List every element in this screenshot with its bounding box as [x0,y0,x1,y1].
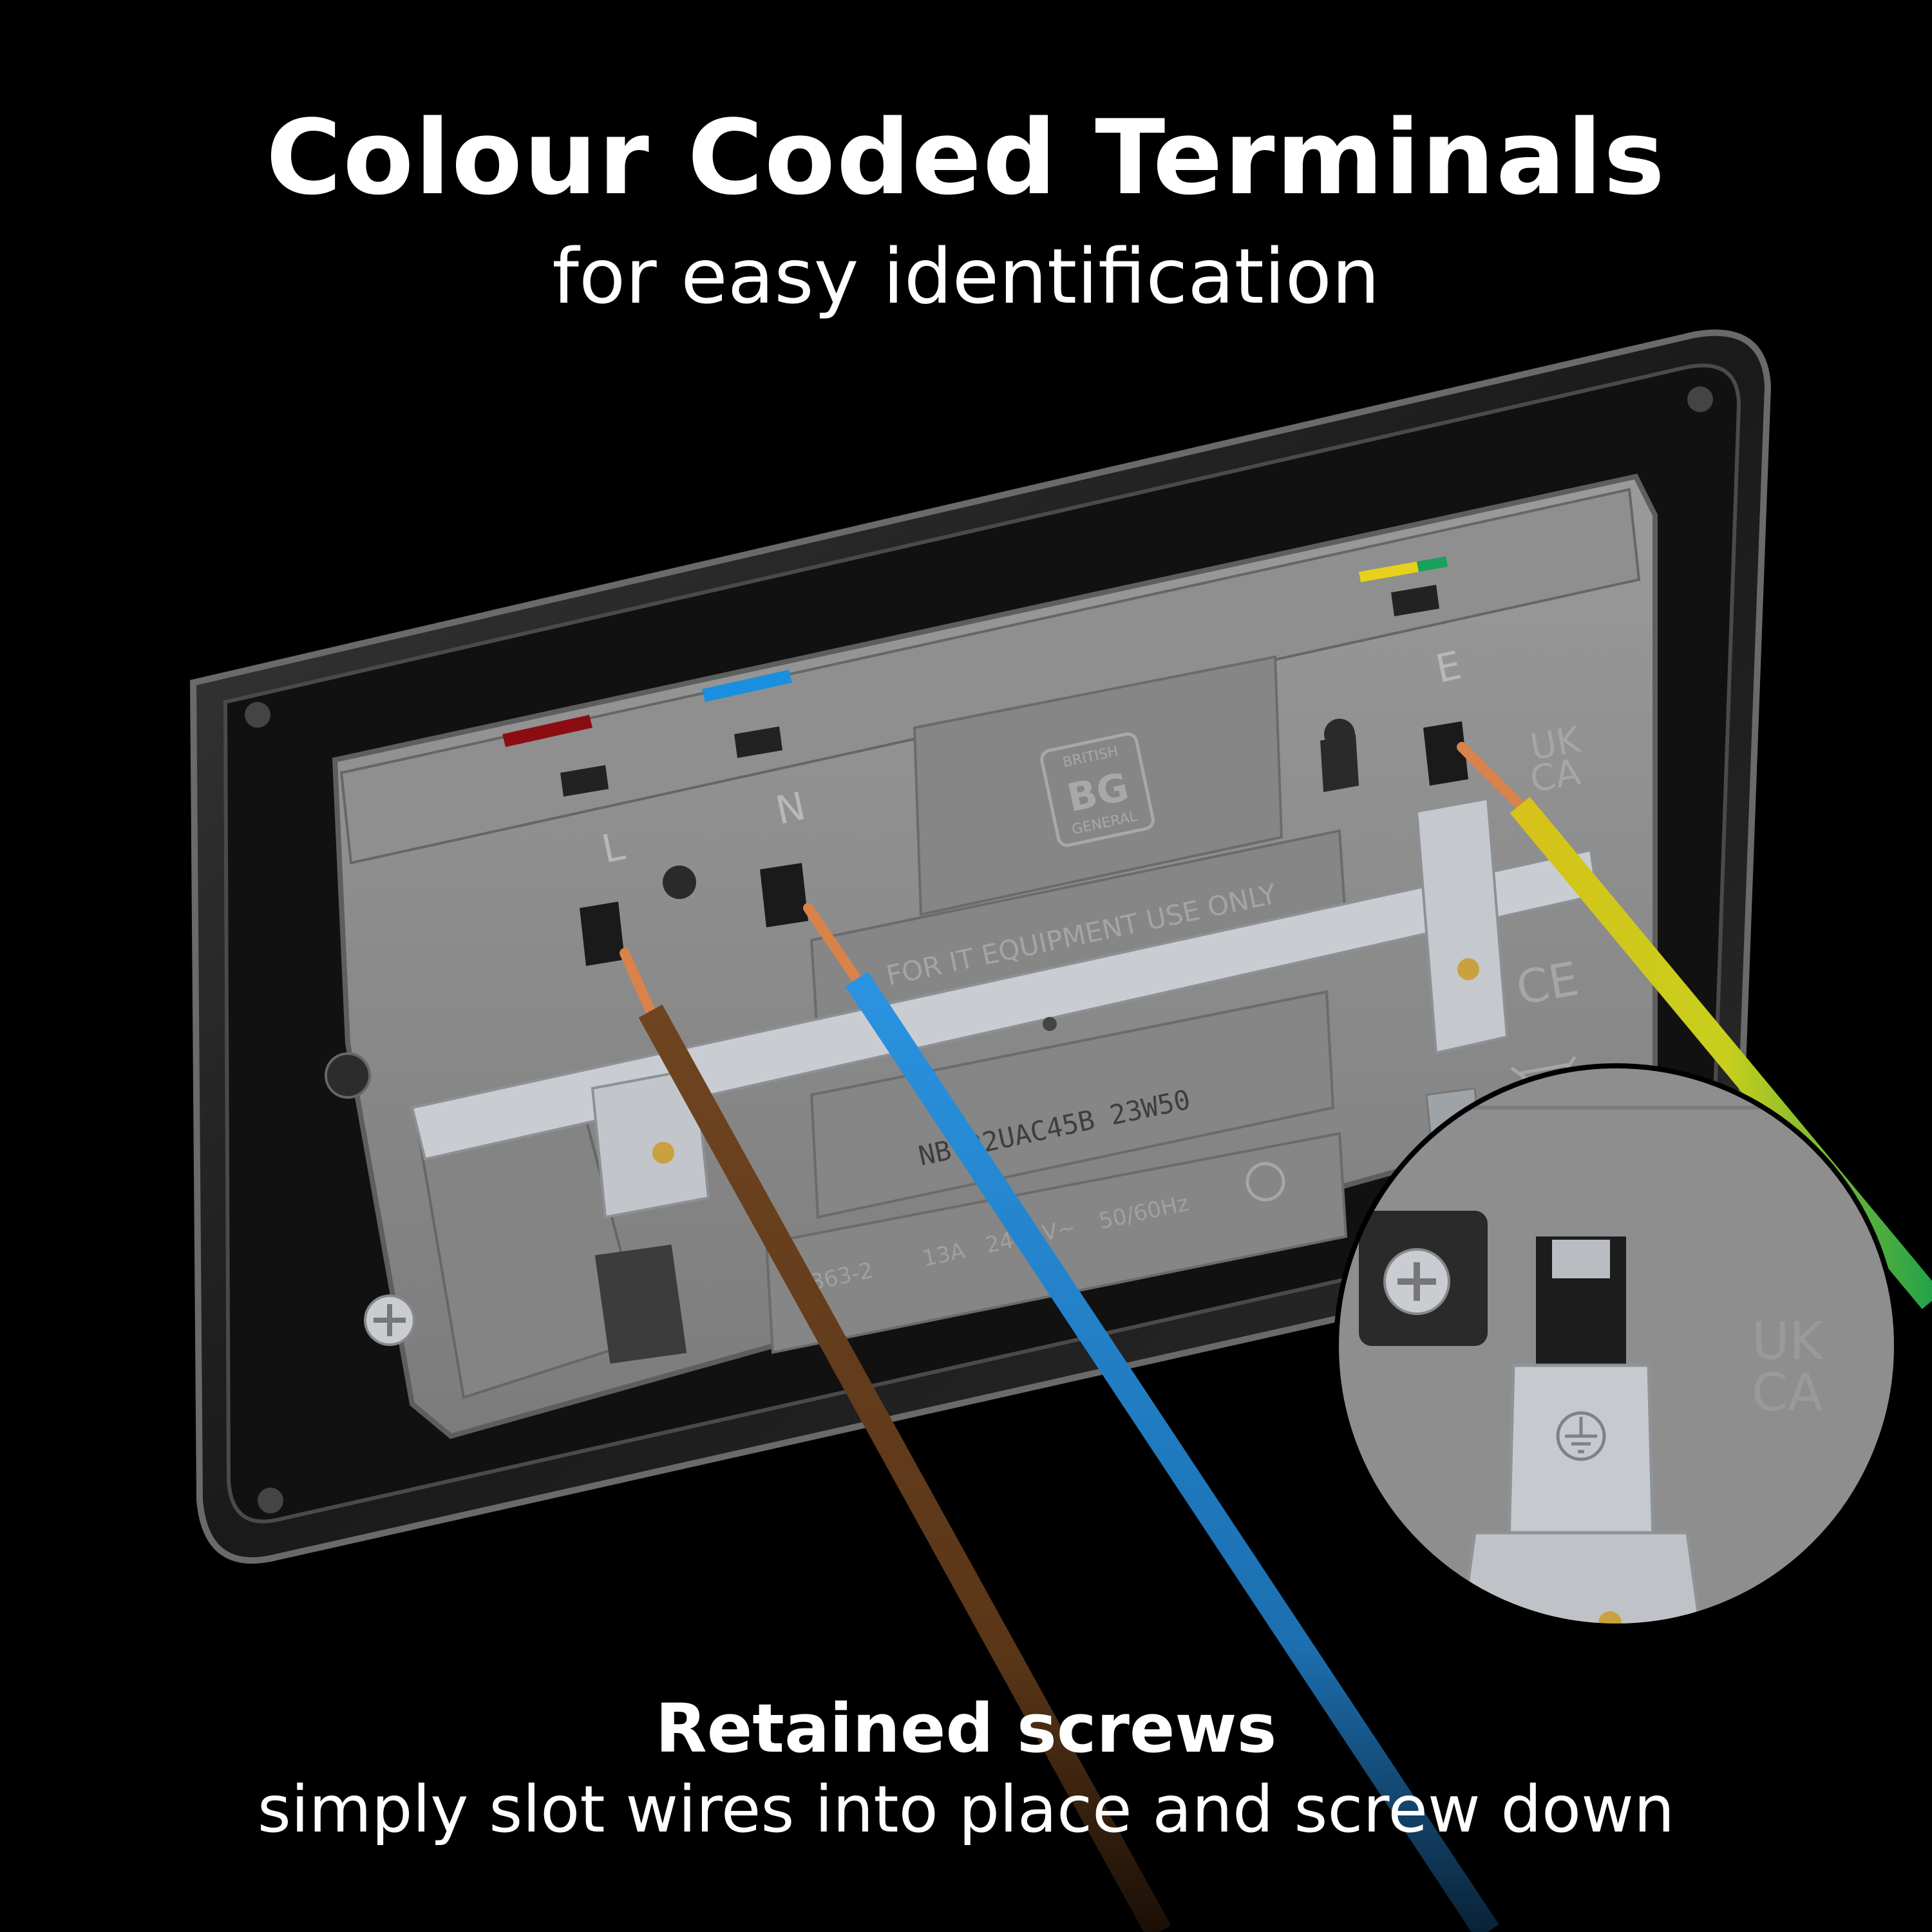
ukca-mark-line1: UK [1527,719,1584,769]
ukca-mark-line2: CA [1527,751,1584,800]
recycle-logo-icon [1245,1162,1285,1202]
bg-logo: BRITISH BG GENERAL [1040,732,1155,847]
zoom-inset: UK CA [1334,1063,1899,1629]
inset-ukca-line1: UK [1752,1311,1825,1371]
terminal-markers [502,556,1448,747]
earth-terminal [1423,721,1468,786]
housing-screws [325,719,1355,1346]
caption-text: simply slot wires into place and screw d… [257,1772,1675,1847]
neutral-colour-marker [702,670,792,702]
headline-title: Colour Coded Terminals [265,97,1667,218]
neutral-wire-copper [803,903,862,984]
inset-ukca-line2: CA [1752,1363,1823,1423]
caption-title: Retained screws [655,1689,1277,1768]
live-colour-marker [502,715,592,747]
metal-strap [410,797,1599,1219]
terminals [560,585,1468,966]
headline-subtitle: for easy identification [552,232,1380,321]
earth-symbol-icon [1556,1411,1606,1461]
earth-colour-marker-yellow [1359,562,1419,582]
ce-mark: CE [1512,951,1582,1015]
earth-colour-marker-green [1417,556,1448,572]
neutral-wire-blue [845,971,1499,1932]
live-terminal [580,902,625,966]
live-wire-copper [620,948,656,1016]
neutral-terminal [760,863,808,927]
earth-wire-copper [1457,742,1525,810]
live-wire-brown [638,1004,1171,1932]
